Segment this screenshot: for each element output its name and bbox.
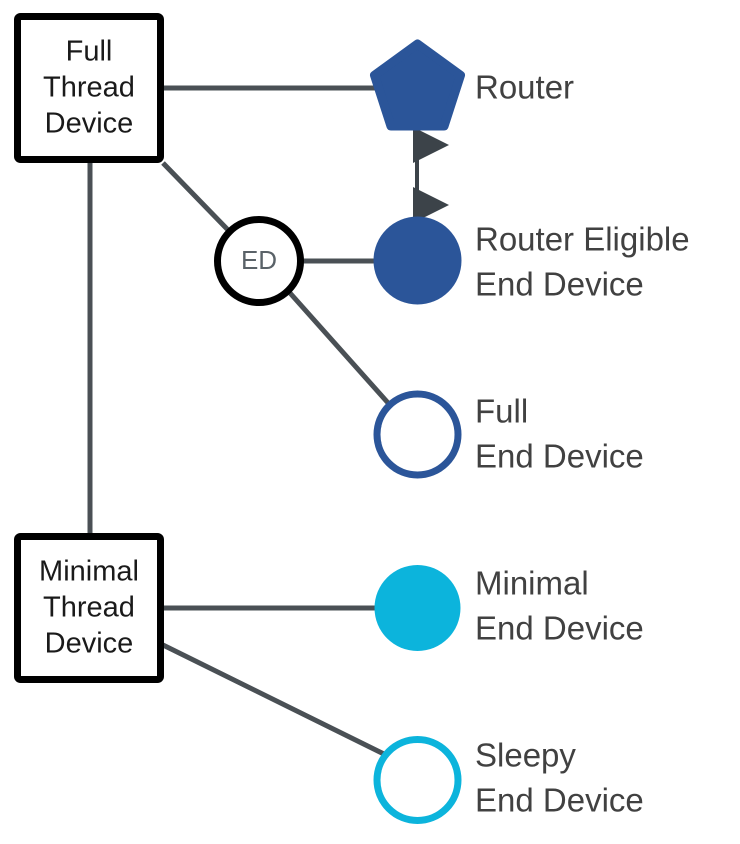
box-outline[interactable] [14, 13, 164, 163]
legend-text-line-2: End Device [475, 266, 644, 303]
box-label-line-2: Thread [43, 592, 135, 624]
box-label-line-3: Device [45, 108, 134, 140]
connector-ftd-to-ed [161, 161, 231, 233]
ed-node-label: ED [241, 245, 277, 275]
legend-text-line-1: Sleepy [475, 737, 576, 774]
end-device-node[interactable]: ED [214, 216, 304, 306]
box-outline[interactable] [14, 533, 164, 683]
outlined-circle-icon[interactable] [373, 736, 462, 824]
legend-text-line-1: Router Eligible [475, 221, 690, 258]
outlined-circle-icon[interactable] [373, 390, 462, 479]
legend-label-full-end-device: Full End Device [475, 393, 644, 475]
connector-mtd-to-sleepy-ed [161, 642, 392, 760]
box-label-line-1: Full [66, 36, 113, 68]
pentagon-icon[interactable] [370, 39, 465, 131]
legend-text-line-2: End Device [475, 782, 644, 819]
legend-label-sleepy-end-device: Sleepy End Device [475, 737, 644, 819]
filled-circle-icon[interactable] [374, 565, 461, 651]
sleepy-end-device-node[interactable] [373, 736, 462, 824]
connector-group [87, 85, 392, 760]
full-thread-device-box[interactable]: Full Thread Device [14, 13, 164, 163]
legend-text-line-1: Minimal [475, 565, 589, 602]
legend-text-line-2: End Device [475, 438, 644, 475]
legend-text-line-1: Full [475, 393, 528, 430]
minimal-end-device-node[interactable] [374, 565, 461, 651]
connector-ed-to-full-ed [288, 291, 391, 406]
full-end-device-node[interactable] [373, 390, 462, 479]
minimal-thread-device-box[interactable]: Minimal Thread Device [14, 533, 164, 683]
filled-circle-icon[interactable] [373, 216, 462, 305]
legend-text-line-1: Router [475, 69, 574, 106]
box-label-line-1: Minimal [39, 556, 139, 588]
legend-label-minimal-end-device: Minimal End Device [475, 565, 644, 647]
legend-label-router-eligible-end-device: Router Eligible End Device [475, 221, 690, 303]
box-label-line-2: Thread [43, 72, 135, 104]
router-node[interactable] [370, 39, 465, 131]
ed-circle-icon[interactable] [214, 216, 304, 306]
router-eligible-end-device-node[interactable] [373, 216, 462, 305]
box-label-line-3: Device [45, 628, 134, 660]
legend-text-line-2: End Device [475, 610, 644, 647]
legend-label-router: Router [475, 69, 574, 106]
